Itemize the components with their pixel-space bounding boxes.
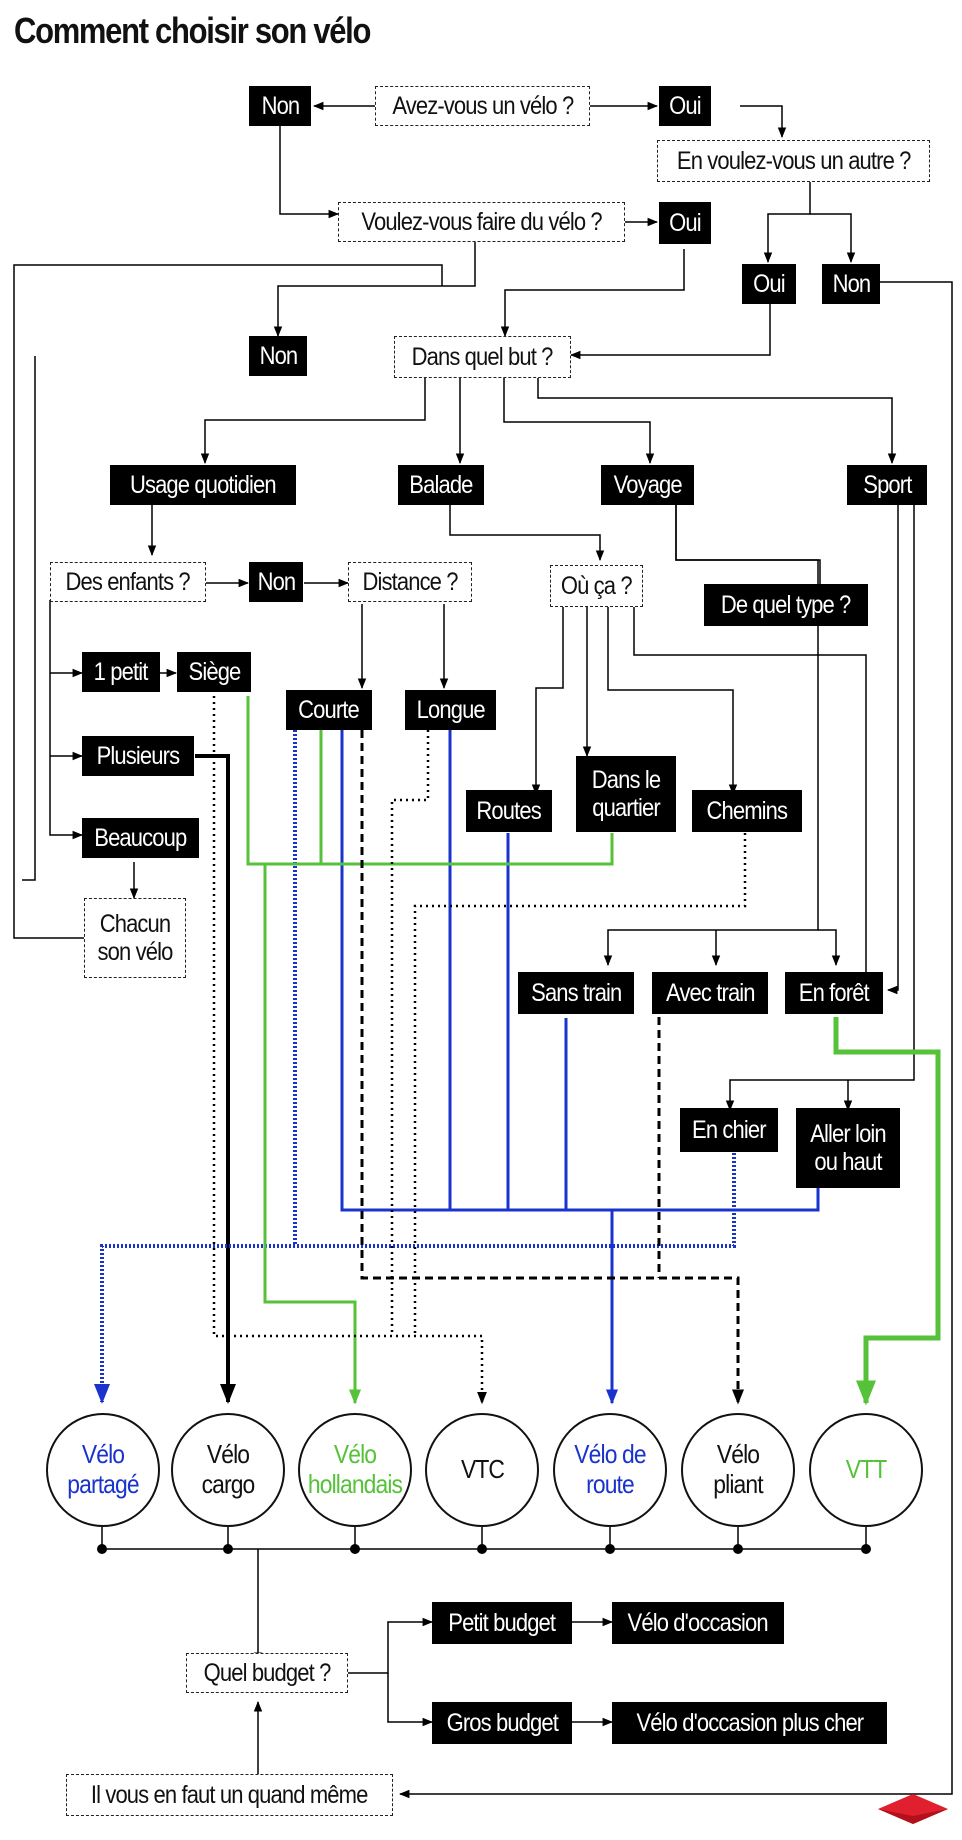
- answer-oui-2: Oui: [659, 202, 711, 244]
- bike-shared: Vélo partagé: [46, 1413, 160, 1527]
- answer-paths: Chemins: [692, 790, 802, 832]
- answer-non-3: Non: [822, 264, 880, 304]
- question-purpose: Dans quel but ?: [394, 336, 571, 378]
- question-what-type: De quel type ?: [704, 584, 868, 626]
- bike-cargo: Vélo cargo: [171, 1413, 285, 1527]
- answer-oui-1: Oui: [659, 86, 711, 126]
- answer-travel: Voyage: [601, 465, 694, 505]
- answer-used-bike: Vélo d'occasion: [612, 1602, 784, 1644]
- question-have-bike: Avez-vous un vélo ?: [375, 86, 590, 126]
- answer-each-own: Chacun son vélo: [84, 898, 186, 978]
- bike-dutch: Vélo hollandais: [298, 1413, 412, 1527]
- brand-logo-icon: [878, 1794, 948, 1824]
- answer-seat: Siège: [177, 652, 251, 692]
- question-distance: Distance ?: [348, 562, 472, 602]
- question-budget: Quel budget ?: [186, 1653, 348, 1693]
- answer-neighborhood: Dans le quartier: [576, 756, 676, 832]
- answer-big-budget: Gros budget: [432, 1702, 572, 1744]
- need-one-anyway: Il vous en faut un quand même: [66, 1774, 393, 1816]
- answer-daily: Usage quotidien: [110, 465, 296, 505]
- answer-small-budget: Petit budget: [432, 1602, 572, 1644]
- answer-non-4: Non: [249, 562, 303, 602]
- question-want-another: En voulez-vous un autre ?: [657, 140, 930, 182]
- answer-downhill: En chier: [680, 1108, 778, 1152]
- answer-sport: Sport: [847, 465, 927, 505]
- answer-one-small: 1 petit: [82, 652, 160, 692]
- answer-short: Courte: [286, 690, 372, 730]
- bike-road: Vélo de route: [553, 1413, 667, 1527]
- answer-no-train: Sans train: [518, 972, 634, 1014]
- answer-oui-3: Oui: [742, 264, 796, 304]
- answer-far-high: Aller loin ou haut: [796, 1108, 900, 1188]
- answer-with-train: Avec train: [652, 972, 768, 1014]
- answer-long: Longue: [405, 690, 496, 730]
- question-children: Des enfants ?: [50, 562, 206, 602]
- answer-several: Plusieurs: [82, 736, 194, 776]
- answer-roads: Routes: [466, 790, 552, 832]
- bike-vtt: VTT: [809, 1413, 923, 1527]
- answer-non-2: Non: [249, 336, 307, 376]
- question-where: Où ça ?: [550, 565, 643, 607]
- answer-many: Beaucoup: [82, 818, 199, 858]
- answer-used-bike-pricier: Vélo d'occasion plus cher: [612, 1702, 887, 1744]
- bike-folding: Vélo pliant: [681, 1413, 795, 1527]
- answer-ride: Balade: [398, 465, 484, 505]
- answer-forest: En forêt: [785, 972, 883, 1014]
- answer-non-1: Non: [249, 86, 311, 126]
- bike-vtc: VTC: [425, 1413, 539, 1527]
- page-title: Comment choisir son vélo: [14, 10, 371, 51]
- question-want-ride: Voulez-vous faire du vélo ?: [338, 202, 625, 242]
